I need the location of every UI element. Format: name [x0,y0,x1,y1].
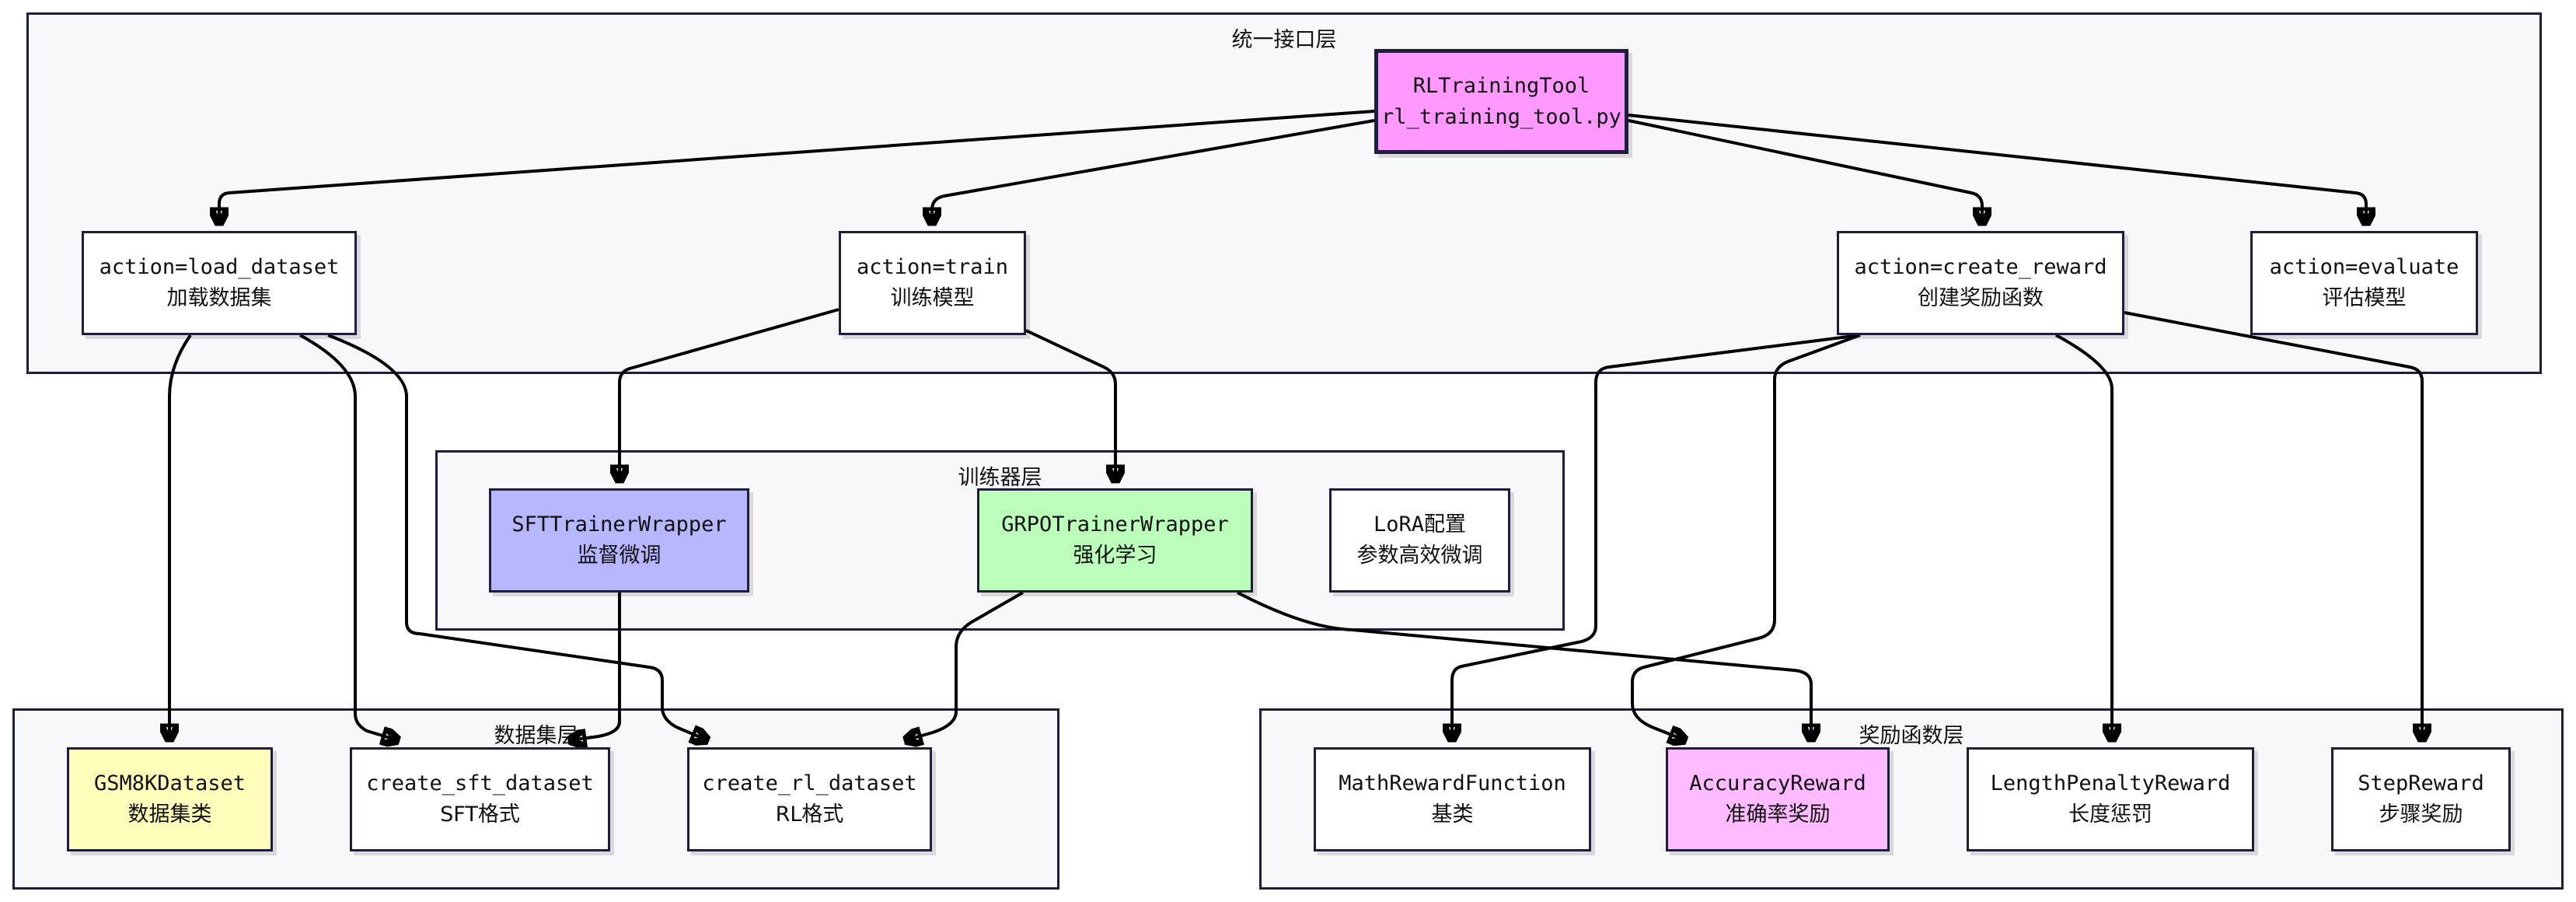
accuracy-reward-node[interactable]: AccuracyReward 准确率奖励 [1666,747,1890,851]
node-label: SFTTrainerWrapper [511,512,727,537]
sft-trainer-wrapper-node[interactable]: SFTTrainerWrapper 监督微调 [489,488,749,593]
node-sublabel: 数据集类 [127,802,212,827]
node-label: LengthPenaltyReward [1990,771,2231,795]
node-label: LoRA配置 [1373,512,1467,537]
group-title-reward: 奖励函数层 [1859,724,1964,748]
create-rl-dataset-node[interactable]: create_rl_dataset RL格式 [687,747,932,851]
edge-create-reward-to-step [2124,311,2422,740]
math-reward-function-node[interactable]: MathRewardFunction 基类 [1314,747,1591,851]
node-label: MathRewardFunction [1339,771,1566,795]
node-sublabel: 强化学习 [1073,544,1157,568]
node-sublabel: rl_training_tool.py [1381,104,1621,129]
node-sublabel: RL格式 [775,802,844,827]
create-sft-dataset-node[interactable]: create_sft_dataset SFT格式 [350,747,610,851]
edge-load-to-sft-ds [299,334,398,740]
group-title-trainer: 训练器层 [958,466,1042,490]
edge-create-reward-to-accuracy [1631,334,1861,740]
node-sublabel: SFT格式 [440,802,520,827]
node-label: create_rl_dataset [702,771,917,795]
length-penalty-reward-node[interactable]: LengthPenaltyReward 长度惩罚 [1967,747,2254,851]
node-sublabel: 参数高效微调 [1356,544,1483,568]
node-label: StepReward [2358,771,2484,795]
edge-load-to-gsm8k [169,334,192,740]
node-sublabel: 加载数据集 [166,286,272,310]
lora-config-node[interactable]: LoRA配置 参数高效微调 [1329,488,1510,593]
node-label: RLTrainingTool [1412,73,1590,98]
node-sublabel: 长度惩罚 [2068,802,2152,827]
gsm8k-dataset-node[interactable]: GSM8KDataset 数据集类 [67,747,273,851]
node-label: action=evaluate [2269,255,2459,279]
action-load-dataset-node[interactable]: action=load_dataset 加载数据集 [82,231,357,335]
edge-create-reward-to-length [2055,334,2112,740]
action-train-node[interactable]: action=train 训练模型 [839,231,1026,335]
group-title-dataset: 数据集层 [494,724,578,748]
node-sublabel: 步骤奖励 [2379,802,2463,827]
step-reward-node[interactable]: StepReward 步骤奖励 [2331,747,2511,851]
node-sublabel: 准确率奖励 [1725,802,1831,827]
node-label: action=train [856,255,1009,279]
node-sublabel: 基类 [1431,802,1474,827]
node-label: GRPOTrainerWrapper [1001,512,1229,537]
node-label: AccuracyReward [1689,771,1866,795]
node-label: GSM8KDataset [93,771,246,795]
grpo-trainer-wrapper-node[interactable]: GRPOTrainerWrapper 强化学习 [977,488,1253,593]
group-title-interface: 统一接口层 [1231,28,1337,52]
node-label: create_sft_dataset [366,771,594,795]
node-label: action=load_dataset [99,255,340,279]
action-evaluate-node[interactable]: action=evaluate 评估模型 [2250,231,2478,335]
rl-training-tool-node[interactable]: RLTrainingTool rl_training_tool.py [1374,49,1628,154]
node-sublabel: 训练模型 [890,286,975,310]
action-create-reward-node[interactable]: action=create_reward 创建奖励函数 [1837,231,2124,335]
node-label: action=create_reward [1854,255,2107,279]
group-interface-layer: 统一接口层 [26,12,2542,374]
node-sublabel: 监督微调 [577,544,661,568]
node-sublabel: 评估模型 [2322,286,2407,310]
node-sublabel: 创建奖励函数 [1918,286,2044,310]
